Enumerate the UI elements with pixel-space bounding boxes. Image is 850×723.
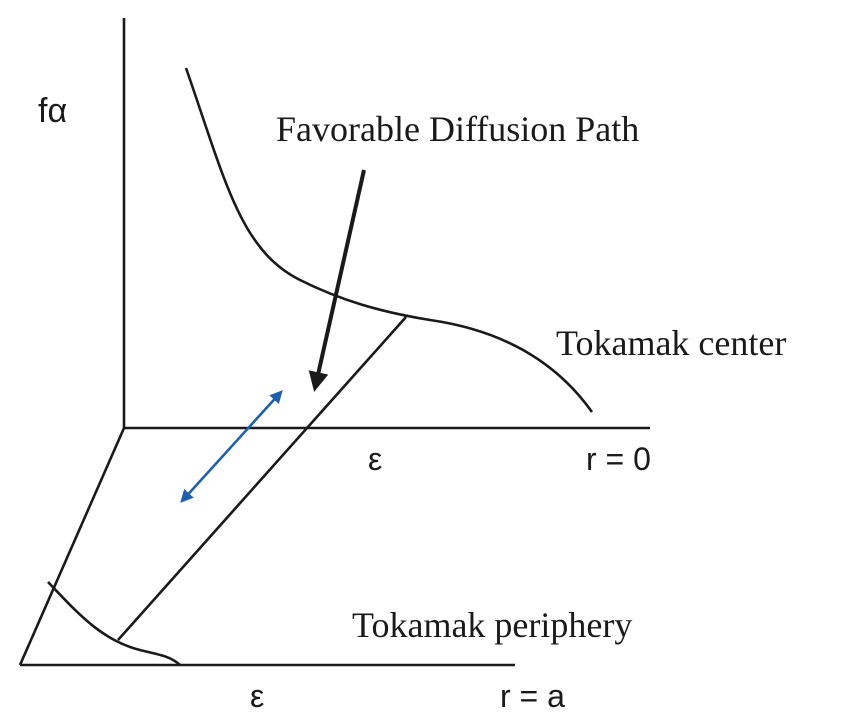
r-periphery-label: r = a — [500, 678, 565, 714]
slanted-edge-axis — [18, 427, 126, 666]
diffusion-path-line — [117, 316, 407, 641]
tokamak-center-label: Tokamak center — [556, 323, 786, 363]
epsilon-periphery-label: ε — [250, 678, 264, 714]
tokamak-periphery-label: Tokamak periphery — [352, 605, 632, 645]
r-center-label: r = 0 — [586, 441, 651, 477]
epsilon-center-label: ε — [368, 441, 382, 477]
pointer-arrow — [308, 169, 366, 392]
f-alpha-label: fα — [38, 92, 67, 130]
favorable-path-label: Favorable Diffusion Path — [276, 109, 639, 149]
periphery-distribution-curve — [47, 581, 181, 666]
blue-double-arrow — [180, 390, 283, 503]
center-distribution-curve — [184, 67, 594, 413]
